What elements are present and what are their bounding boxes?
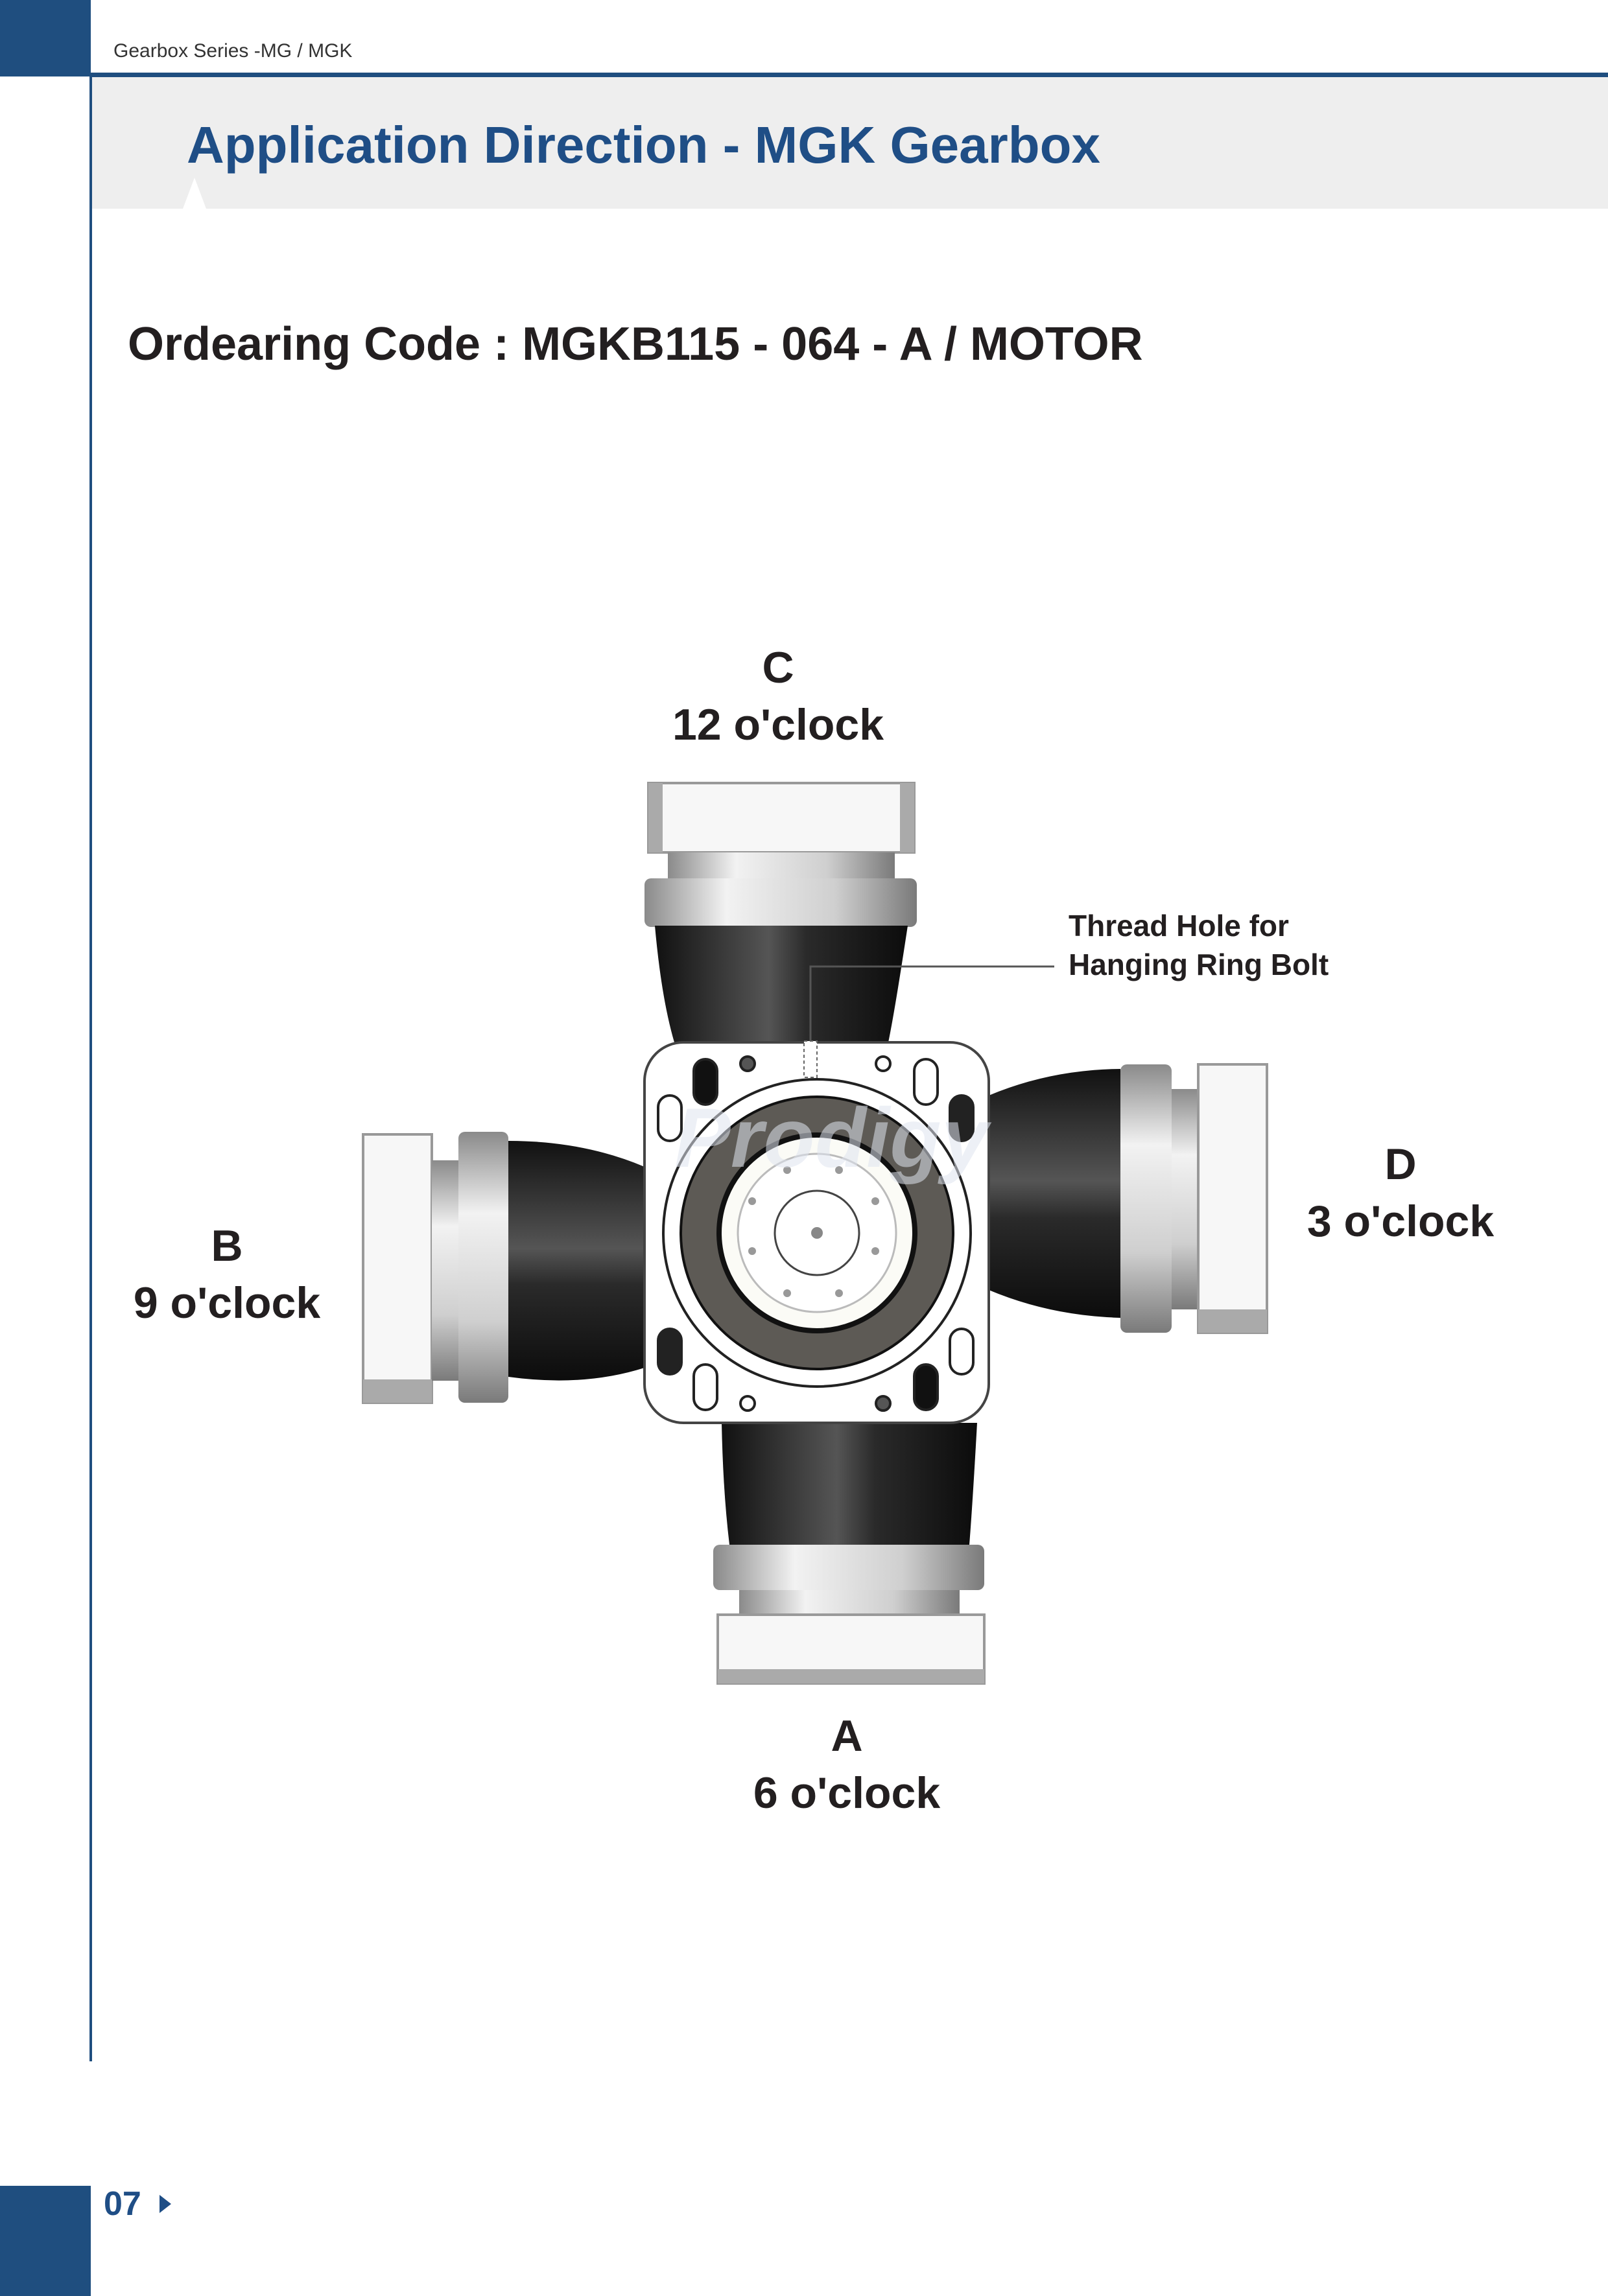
arm-a-6-oclock xyxy=(713,1423,986,1685)
next-page-arrow-icon xyxy=(160,2195,171,2213)
direction-c-clock: 12 o'clock xyxy=(672,700,884,749)
side-rule xyxy=(89,76,92,2061)
header-accent-block xyxy=(0,0,91,76)
thread-hole-leader xyxy=(803,965,1054,1078)
direction-b-clock: 9 o'clock xyxy=(133,1278,321,1328)
arm-c-12-oclock xyxy=(644,782,917,1042)
direction-c-letter: C xyxy=(762,643,794,692)
page-title: Application Direction - MGK Gearbox xyxy=(187,116,1101,174)
title-band xyxy=(92,77,1608,209)
direction-a-label: A 6 o'clock xyxy=(753,1707,940,1822)
title-notch xyxy=(183,178,206,209)
direction-d-letter: D xyxy=(1384,1140,1417,1189)
footer-accent-block xyxy=(0,2186,91,2296)
direction-d-label: D 3 o'clock xyxy=(1307,1136,1494,1250)
direction-d-clock: 3 o'clock xyxy=(1306,1197,1495,1246)
gearbox-flange: Prodigy xyxy=(643,1041,992,1424)
direction-a-letter: A xyxy=(831,1711,863,1761)
callout-line-2: Hanging Ring Bolt xyxy=(1069,948,1329,981)
direction-b-letter: B xyxy=(211,1221,243,1271)
watermark-logo: Prodigy xyxy=(674,1090,992,1185)
direction-c-label: C 12 o'clock xyxy=(672,639,884,753)
page-number: 07 xyxy=(104,2185,141,2223)
thread-hole-callout: Thread Hole for Hanging Ring Bolt xyxy=(1069,906,1329,984)
direction-b-label: B 9 o'clock xyxy=(134,1217,320,1331)
callout-line-1: Thread Hole for xyxy=(1069,909,1289,943)
header-rule xyxy=(91,73,1608,77)
ordering-code: Ordearing Code : MGKB115 - 064 - A / MOT… xyxy=(128,318,1143,370)
arm-d-3-oclock xyxy=(989,1063,1268,1334)
series-label: Gearbox Series -MG / MGK xyxy=(113,40,353,62)
direction-a-clock: 6 o'clock xyxy=(753,1768,941,1818)
arm-b-9-oclock xyxy=(362,1132,644,1404)
